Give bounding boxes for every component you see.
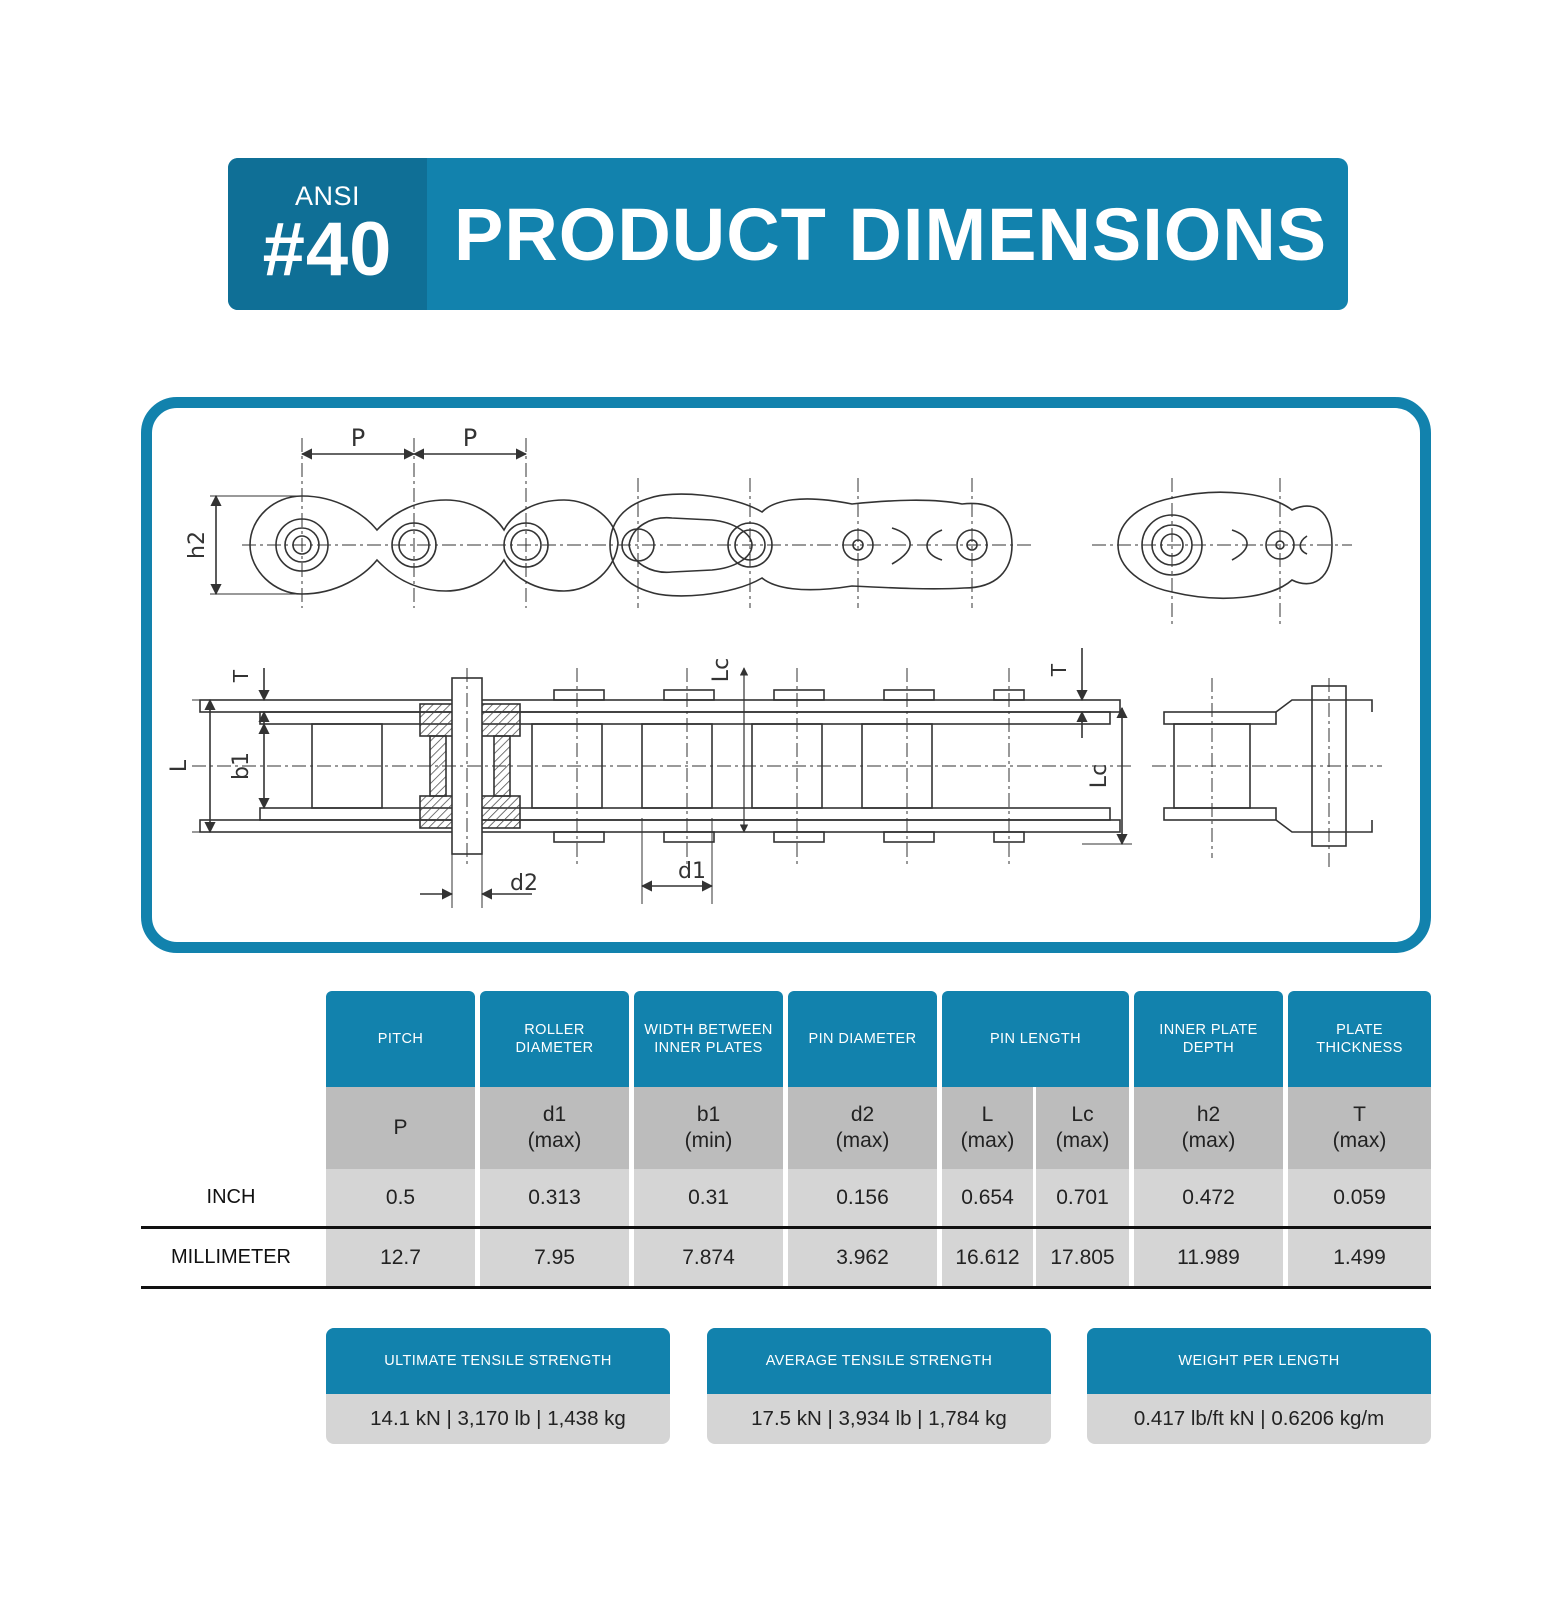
table-cell: 17.805: [1036, 1229, 1129, 1286]
chain-size-badge: ANSI #40: [228, 158, 427, 310]
header-width-between-inner-plates: WIDTH BETWEEN INNER PLATES: [634, 991, 783, 1087]
header-pitch: PITCH: [326, 991, 475, 1087]
symbol-name: Lc: [1071, 1103, 1094, 1126]
symbol-name: h2: [1196, 1103, 1221, 1126]
standard-label: ANSI: [294, 180, 361, 211]
T-label-right: T: [1047, 663, 1071, 677]
table-cell: 1.499: [1288, 1229, 1431, 1286]
strength-value: 14.1 kN | 3,170 lb | 1,438 kg: [370, 1407, 626, 1430]
symbol-qualifier: (max): [960, 1129, 1015, 1152]
Lc-label-right: Lc: [1087, 764, 1112, 788]
T-label-left: T: [229, 669, 253, 683]
b1-label: b1: [229, 752, 254, 780]
symbol-name: P: [393, 1116, 408, 1139]
symbol-qualifier: (min): [684, 1129, 733, 1152]
symbol-name: T: [1353, 1103, 1366, 1126]
table-cell: 0.313: [480, 1169, 629, 1226]
strength-value: 0.417 lb/ft kN | 0.6206 kg/m: [1133, 1407, 1385, 1430]
symbol-T: T (max): [1288, 1087, 1431, 1169]
table-cell: 0.472: [1134, 1169, 1283, 1226]
table-cell: 16.612: [942, 1229, 1033, 1286]
pitch-label-1: P: [351, 424, 365, 452]
symbol-d1: d1 (max): [480, 1087, 629, 1169]
chain-diagram-frame: P P h2: [141, 397, 1431, 953]
pitch-label-2: P: [463, 424, 477, 452]
symbol-name: L: [981, 1103, 994, 1126]
symbol-name: d2: [850, 1103, 875, 1126]
title-banner: ANSI #40 PRODUCT DIMENSIONS: [228, 158, 1348, 310]
page-title: PRODUCT DIMENSIONS: [454, 192, 1328, 276]
header-pin-length: PIN LENGTH: [942, 991, 1129, 1087]
row-divider: [141, 1286, 1431, 1289]
symbol-pitch: P: [326, 1087, 475, 1169]
table-symbol-row: P d1 (max) b1 (min) d2 (max) L (max) Lc (max)…: [141, 1087, 1431, 1169]
d2-label: d2: [510, 871, 538, 896]
average-tensile-strength-box: AVERAGE TENSILE STRENGTH 17.5 kN | 3,934…: [707, 1328, 1051, 1444]
table-row: MILLIMETER 12.7 7.95 7.874 3.962 16.612 …: [141, 1229, 1431, 1286]
symbol-qualifier: (max): [527, 1129, 582, 1152]
symbol-Lc: Lc (max): [1036, 1087, 1129, 1169]
chain-plan-view: [192, 648, 1382, 908]
table-cell: 0.156: [788, 1169, 937, 1226]
chain-size: #40: [262, 206, 393, 292]
strength-header: ULTIMATE TENSILE STRENGTH: [326, 1328, 670, 1394]
chain-side-view: [210, 438, 1352, 628]
header-plate-thickness: PLATE THICKNESS: [1288, 991, 1431, 1087]
d1-label: d1: [678, 859, 706, 884]
symbol-name: d1: [542, 1103, 567, 1126]
symbol-h2: h2 (max): [1134, 1087, 1283, 1169]
table-cell: 7.95: [480, 1229, 629, 1286]
row-label-inch: INCH: [206, 1186, 256, 1208]
table-cell: 0.059: [1288, 1169, 1431, 1226]
symbol-b1: b1 (min): [634, 1087, 783, 1169]
strength-header: AVERAGE TENSILE STRENGTH: [707, 1328, 1051, 1394]
Lc-label-top: Lc: [709, 658, 734, 682]
header-roller-diameter: ROLLER DIAMETER: [480, 991, 629, 1087]
table-cell: 0.654: [942, 1169, 1033, 1226]
row-label-millimeter: MILLIMETER: [170, 1246, 292, 1268]
symbol-L: L (max): [942, 1087, 1033, 1169]
row-divider: [141, 1226, 1431, 1229]
table-header-row: PITCH ROLLER DIAMETER WIDTH BETWEEN INNE…: [141, 991, 1431, 1087]
symbol-qualifier: (max): [1181, 1129, 1236, 1152]
table-cell: 0.31: [634, 1169, 783, 1226]
header-inner-plate-depth: INNER PLATE DEPTH: [1134, 991, 1283, 1087]
table-cell: 0.701: [1036, 1169, 1129, 1226]
strength-header: WEIGHT PER LENGTH: [1087, 1328, 1431, 1394]
table-cell: 7.874: [634, 1229, 783, 1286]
roller-chain-drawing: P P h2: [167, 424, 1382, 908]
weight-per-length-box: WEIGHT PER LENGTH 0.417 lb/ft kN | 0.620…: [1087, 1328, 1431, 1444]
table-cell: 11.989: [1134, 1229, 1283, 1286]
symbol-name: b1: [696, 1103, 721, 1126]
header-pin-diameter: PIN DIAMETER: [788, 991, 937, 1087]
symbol-qualifier: (max): [835, 1129, 890, 1152]
table-cell: 3.962: [788, 1229, 937, 1286]
strength-value: 17.5 kN | 3,934 lb | 1,784 kg: [751, 1407, 1007, 1430]
table-cell: 0.5: [326, 1169, 475, 1226]
symbol-qualifier: (max): [1332, 1129, 1387, 1152]
h2-label: h2: [185, 531, 210, 559]
table-row: INCH 0.5 0.313 0.31 0.156 0.654 0.701 0.…: [141, 1169, 1431, 1226]
table-cell: 12.7: [326, 1229, 475, 1286]
ultimate-tensile-strength-box: ULTIMATE TENSILE STRENGTH 14.1 kN | 3,17…: [326, 1328, 670, 1444]
symbol-qualifier: (max): [1055, 1129, 1110, 1152]
symbol-d2: d2 (max): [788, 1087, 937, 1169]
L-label: L: [167, 759, 192, 772]
